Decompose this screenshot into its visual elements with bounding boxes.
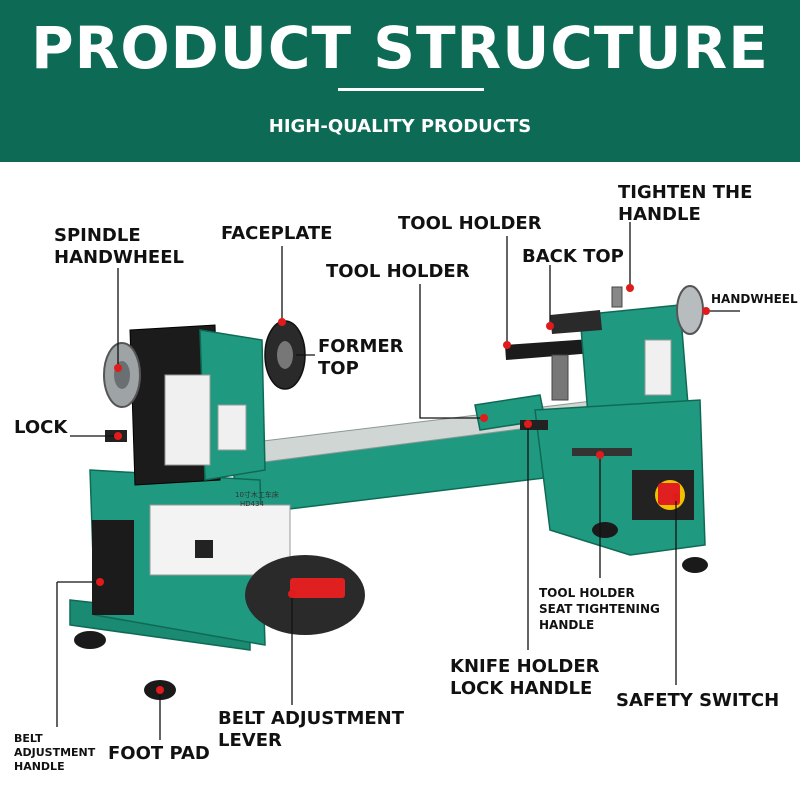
tool-rest-arm (505, 338, 606, 360)
warning-sticker (164, 374, 211, 466)
foot-pad-right-2 (682, 557, 708, 573)
knife-lock-handle-bar (520, 420, 548, 430)
callout-lines (56, 222, 740, 740)
page-title: PRODUCT STRUCTURE (31, 14, 769, 82)
label-tool-holder-lower: TOOL HOLDER (326, 261, 470, 282)
lathe-illustration: 10寸木工车床 HD434 (56, 222, 740, 740)
label-knife-holder-lock: KNIFE HOLDER LOCK HANDLE (450, 656, 600, 699)
label-lock: LOCK (14, 417, 68, 438)
tool-rest-post (551, 354, 569, 401)
label-spindle-handwheel: SPINDLE HANDWHEEL (54, 225, 184, 268)
side-panel (92, 520, 134, 615)
tailstock-quill (550, 310, 602, 334)
label-back-top: BACK TOP (522, 246, 624, 267)
tighten-handle-bar (611, 286, 623, 308)
label-tool-holder-seat: TOOL HOLDER SEAT TIGHTENING HANDLE (539, 586, 660, 632)
label-belt-adjustment-lever: BELT ADJUSTMENT LEVER (218, 708, 405, 751)
label-tool-holder-upper: TOOL HOLDER (398, 213, 542, 234)
label-faceplate: FACEPLATE (221, 223, 333, 244)
label-belt-adjustment-handle: BELT ADJUSTMENT HANDLE (14, 732, 96, 773)
tailstock-sticker (644, 339, 672, 396)
warning-sticker-2 (217, 404, 247, 451)
belt-lever-grip (290, 578, 345, 598)
callout-dots (96, 284, 710, 694)
label-former-top: FORMER TOP (318, 336, 404, 379)
foot-pad-right-1 (592, 522, 618, 538)
foot-pad-left (74, 631, 106, 649)
spec-plate (149, 504, 291, 576)
plate-line1: 10寸木工车床 (235, 490, 279, 499)
qr-code (195, 540, 213, 558)
tailstock-handwheel-wheel (676, 285, 704, 335)
label-tighten-handle: TIGHTEN THE HANDLE (618, 182, 753, 225)
title-divider (338, 88, 484, 91)
header-banner: PRODUCT STRUCTURE HIGH-QUALITY PRODUCTS (0, 0, 800, 162)
label-foot-pad: FOOT PAD (108, 743, 210, 764)
label-handwheel: HANDWHEEL (711, 292, 798, 306)
label-safety-switch: SAFETY SWITCH (616, 690, 780, 711)
plate-line2: HD434 (240, 500, 265, 508)
page-subtitle: HIGH-QUALITY PRODUCTS (268, 116, 532, 137)
